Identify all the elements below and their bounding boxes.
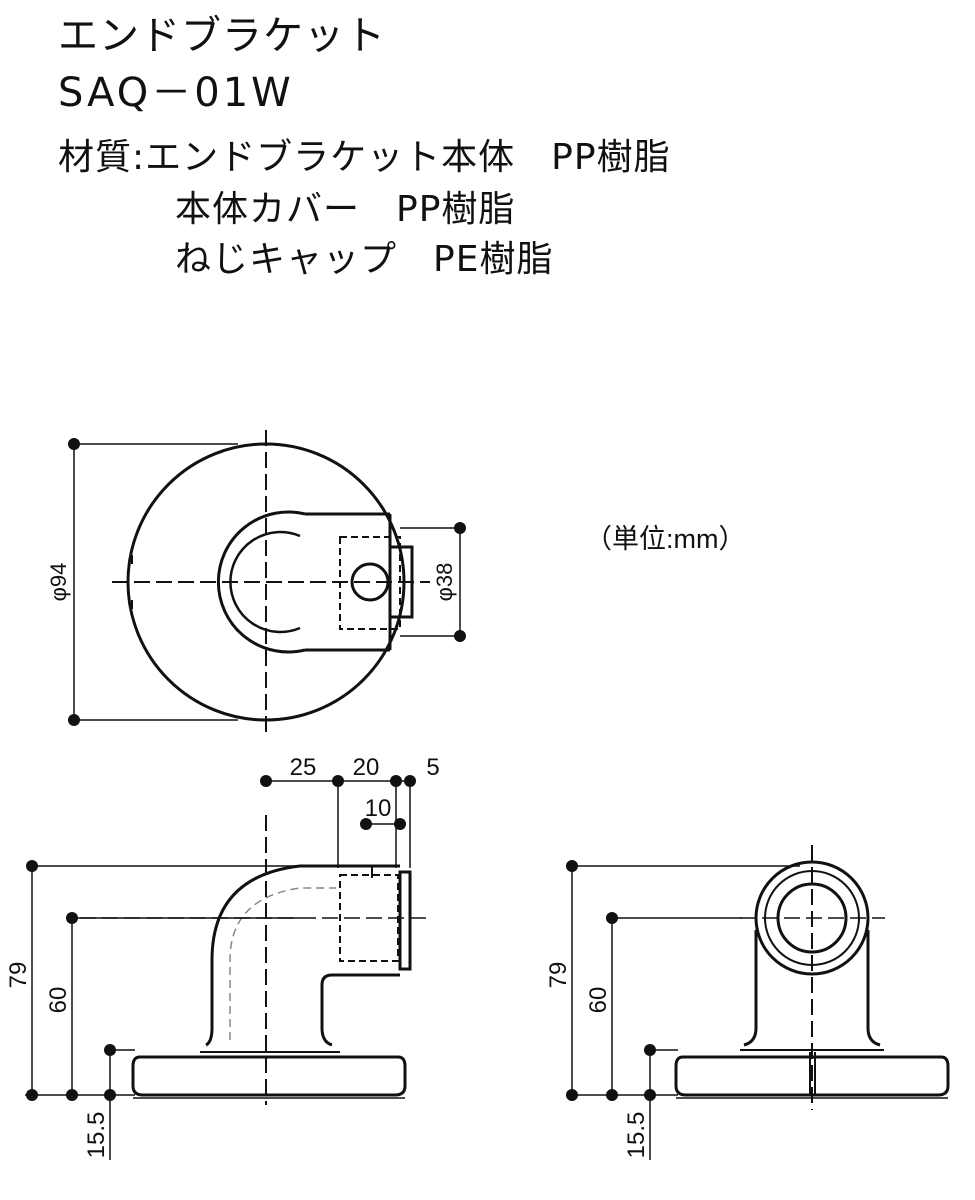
arm-outer-curve	[205, 864, 340, 1047]
dim-height-center: 60	[45, 987, 72, 1014]
material-part-3: ねじキャップ	[175, 239, 398, 280]
material-line-1: 材質:エンドブラケット本体 PP樹脂	[58, 140, 671, 176]
side-socket-rim	[398, 870, 412, 971]
unit-note: （単位:mm）	[585, 524, 745, 554]
socket-hidden-bore	[339, 536, 401, 630]
front-dim-height-total: 79	[545, 962, 572, 989]
arm-inner-arc	[229, 530, 301, 634]
model-code: SAQ－01W	[58, 70, 294, 116]
material-value-3: PE樹脂	[433, 239, 554, 280]
dim-base-height: 15.5	[83, 1112, 110, 1159]
material-value-1: PP樹脂	[551, 137, 671, 178]
screw-hole	[350, 562, 390, 602]
dim-height-total: 79	[5, 962, 32, 989]
material-line-3: ねじキャップ PE樹脂	[175, 242, 553, 278]
front-socket-middle	[764, 870, 860, 966]
dim-w3: 5	[426, 754, 439, 781]
arm-inner-curve	[320, 973, 340, 1047]
dim-outer-diameter: φ94	[46, 563, 71, 602]
front-base-plate	[674, 1055, 950, 1097]
drawing-header: エンドブラケット SAQ－01W 材質:エンドブラケット本体 PP樹脂 本体カバー…	[0, 0, 975, 300]
front-view	[566, 845, 950, 1160]
front-dim-base-height: 15.5	[623, 1112, 650, 1159]
front-socket-bore	[776, 882, 848, 954]
material-line-2: 本体カバー PP樹脂	[175, 192, 515, 228]
material-part-1: エンドブラケット本体	[145, 137, 516, 178]
side-socket-hidden	[339, 874, 399, 962]
dim-w2: 20	[353, 754, 380, 781]
front-socket-outer	[754, 860, 870, 976]
product-name: エンドブラケット	[58, 13, 386, 59]
base-outer-circle	[126, 442, 406, 722]
material-value-2: PP樹脂	[396, 189, 516, 230]
side-view	[25, 780, 430, 1160]
arm-outer-arc	[216, 510, 306, 654]
dim-w1: 25	[290, 754, 317, 781]
dim-w4: 10	[365, 795, 392, 822]
side-base-plate	[131, 1055, 407, 1097]
material-part-2: 本体カバー	[175, 189, 361, 230]
front-dim-height-center: 60	[585, 987, 612, 1014]
material-label: 材質:	[58, 137, 146, 178]
dim-pipe-diameter: φ38	[432, 563, 457, 602]
top-view	[71, 430, 463, 735]
